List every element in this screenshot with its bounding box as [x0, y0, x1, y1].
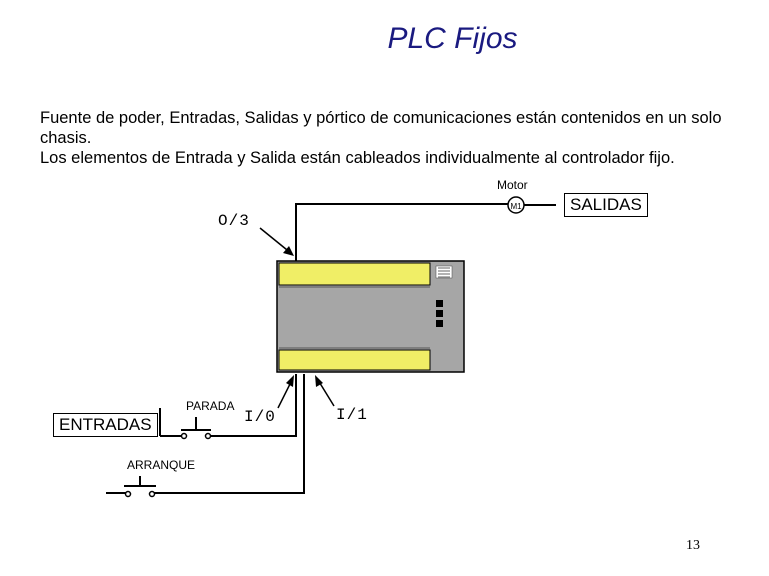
slide-description: Fuente de poder, Entradas, Salidas y pór… [40, 108, 760, 168]
plc-indicator-2 [436, 310, 443, 317]
input1-arrow-head [315, 375, 323, 387]
input0-address-label: I/0 [244, 408, 276, 426]
output-arrow-head [283, 246, 294, 256]
start-pushbutton [106, 476, 156, 498]
input0-arrow-head [286, 375, 294, 387]
input1-arrow [317, 379, 335, 407]
plc-indicator-3 [436, 320, 443, 327]
input0-wire [210, 374, 297, 437]
page-number: 13 [686, 538, 700, 553]
plc-input-terminal-strip [278, 349, 431, 371]
stop-label: PARADA [186, 399, 235, 413]
salidas-box: SALIDAS [564, 193, 648, 217]
output-wire [295, 203, 508, 262]
plc-indicator-1 [436, 300, 443, 307]
output-address-label: O/3 [218, 212, 250, 230]
motor-symbol-text: M1 [510, 202, 522, 211]
description-line-1: Fuente de poder, Entradas, Salidas y pór… [40, 109, 722, 147]
input1-wire [154, 374, 305, 494]
description-line-2: Los elementos de Entrada y Salida están … [40, 149, 675, 167]
plc-status-leds [435, 265, 453, 279]
slide-title: PLC Fijos [387, 22, 518, 55]
input1-address-label: I/1 [336, 406, 368, 424]
stop-pushbutton [159, 408, 212, 440]
plc-output-terminal-strip [278, 262, 431, 286]
start-label: ARRANQUE [127, 458, 196, 472]
entradas-box: ENTRADAS [53, 413, 158, 437]
motor-label: Motor [497, 178, 528, 192]
